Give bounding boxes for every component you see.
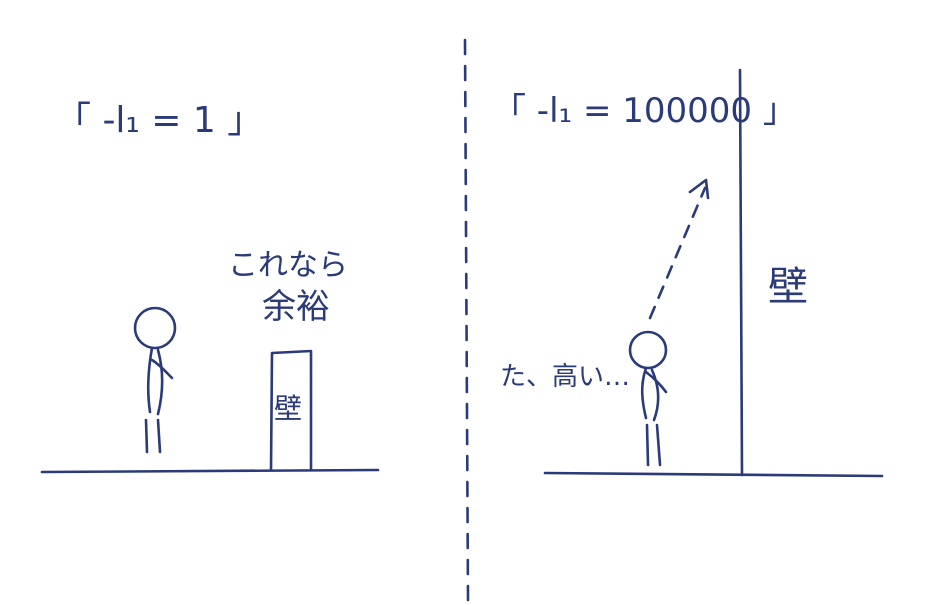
left-ground-line [40,468,380,474]
left-formula: 「 -l₁ = 1 」 [55,100,263,141]
left-wall [269,349,313,472]
right-speech: た、高い… [500,362,630,392]
right-formula: 「 -l₁ = 100000 」 [492,91,797,131]
left-stick-figure [133,306,177,454]
right-wall [738,68,744,477]
panel-divider [463,38,470,602]
gaze-arrow [648,178,710,320]
right-wall-label: 壁 [768,264,808,310]
left-panel: 「 -l₁ = 1 」 これなら 余裕 壁 [40,100,380,474]
right-stick-figure [628,330,668,467]
left-comment-line1: これなら [228,248,348,283]
right-panel: 「 -l₁ = 100000 」 た、高い… 壁 [492,68,884,478]
left-wall-label: 壁 [274,392,302,425]
left-comment-line2: 余裕 [262,287,330,327]
right-ground-line [543,471,884,478]
